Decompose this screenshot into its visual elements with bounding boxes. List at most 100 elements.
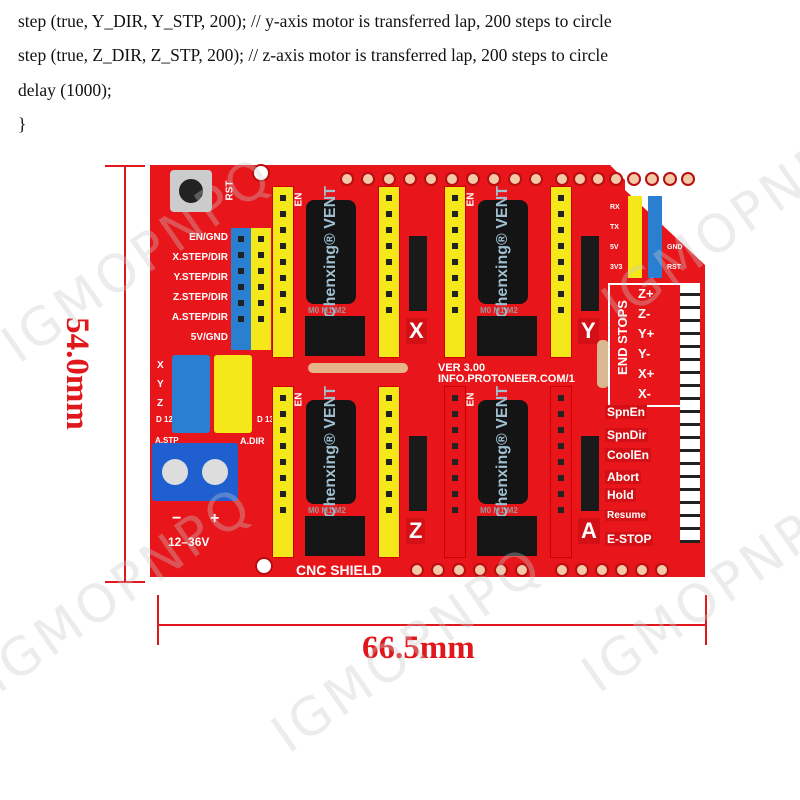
header-hole: [655, 563, 669, 577]
pin-label: EN/GND: [189, 232, 228, 243]
axis-clone-label: Z: [157, 398, 164, 409]
code-line: delay (1000);: [18, 80, 112, 100]
header-hole: [663, 172, 677, 186]
function-label: SpnEn: [605, 405, 647, 419]
capacitor-brand: Chenxing® VENT: [322, 386, 340, 518]
capacitor: Chenxing® VENT: [306, 186, 356, 318]
pin-label: A.STP: [155, 436, 179, 445]
header-hole: [615, 563, 629, 577]
header-hole: [515, 563, 529, 577]
pin-label: A.STEP/DIR: [171, 312, 228, 323]
motor-header: [409, 436, 427, 511]
pin-label: Y.STEP/DIR: [173, 272, 228, 283]
microstep-label: M0 M1 M2: [480, 306, 518, 315]
dimension-tick: [157, 595, 159, 645]
driver-socket: [444, 386, 466, 558]
serial-header: [628, 196, 642, 278]
header-hole: [508, 172, 522, 186]
header-hole: [627, 172, 641, 186]
microstep-label: M0 M1 M2: [480, 506, 518, 515]
enable-label: EN: [465, 192, 477, 207]
serial-label: 3V3: [610, 264, 623, 271]
reset-button: [170, 170, 212, 212]
height-dimension-line: [124, 165, 126, 583]
code-line: step (true, Z_DIR, Z_STP, 200); // z-axi…: [18, 45, 609, 65]
capacitor-brand: Chenxing® VENT: [322, 186, 340, 318]
endstop-label: Z-: [638, 306, 651, 321]
header-hole: [573, 172, 587, 186]
function-label: CoolEn: [605, 448, 651, 462]
capacitor-brand: Chenxing® VENT: [494, 186, 512, 318]
header-hole: [403, 172, 417, 186]
function-label: SpnDir: [605, 428, 649, 442]
mounting-hole: [255, 557, 273, 575]
header-hole: [382, 172, 396, 186]
axis-label: Z: [406, 518, 426, 544]
width-dimension-label: 66.5mm: [362, 630, 475, 666]
axis-clone-header-yellow: [214, 355, 252, 433]
signal-header: [680, 283, 700, 543]
driver-socket: [378, 386, 400, 558]
header-hole: [361, 172, 375, 186]
serial-label: TX: [610, 224, 619, 231]
header-hole: [555, 563, 569, 577]
driver-socket: [378, 186, 400, 358]
resistor: [597, 340, 609, 388]
power-terminal-block: [152, 443, 238, 501]
dimension-tick: [105, 165, 145, 167]
endstop-label: X+: [638, 366, 655, 381]
driver-socket: [550, 386, 572, 558]
header-hole: [466, 172, 480, 186]
microstep-label: M0 M1 M2: [308, 506, 346, 515]
header-hole: [555, 172, 569, 186]
dimension-tick: [105, 581, 145, 583]
power-minus-label: −: [172, 510, 182, 527]
reed-switch: [308, 363, 408, 373]
pin-label: Z.STEP/DIR: [172, 292, 228, 303]
axis-clone-label: Y: [157, 379, 164, 390]
motor-header: [409, 236, 427, 311]
enable-label: EN: [465, 392, 477, 407]
board-name: CNC SHIELD: [296, 562, 382, 578]
pin-label: 5V/GND: [190, 332, 228, 343]
function-label: Resume: [605, 510, 648, 521]
header-hole: [340, 172, 354, 186]
serial-label: 5V: [610, 244, 619, 251]
microstep-jumpers: [305, 316, 365, 356]
driver-socket: [272, 186, 294, 358]
function-label: E-STOP: [605, 532, 654, 546]
capacitor-brand: Chenxing® VENT: [494, 386, 512, 518]
axis-label: A: [578, 518, 600, 544]
pin-label: X.STEP/DIR: [172, 252, 228, 263]
header-hole: [424, 172, 438, 186]
header-hole: [591, 172, 605, 186]
motor-header: [581, 436, 599, 511]
height-dimension-label: 54.0mm: [58, 317, 95, 430]
code-line: step (true, Y_DIR, Y_STP, 200); // y-axi…: [18, 11, 612, 31]
header-hole: [445, 172, 459, 186]
mounting-hole: [252, 164, 270, 182]
header-hole: [473, 563, 487, 577]
endstop-label: Y-: [638, 346, 651, 361]
microstep-label: M0 M1 M2: [308, 306, 346, 315]
enable-label: EN: [293, 392, 305, 407]
header-hole: [452, 563, 466, 577]
header-hole: [645, 172, 659, 186]
axis-clone-header-blue: [172, 355, 210, 433]
header-hole: [595, 563, 609, 577]
axis-clone-label: X: [157, 360, 164, 371]
driver-socket: [444, 186, 466, 358]
capacitor: Chenxing® VENT: [478, 386, 528, 518]
header-hole: [431, 563, 445, 577]
serial-label: RX: [610, 204, 620, 211]
driver-socket: [272, 386, 294, 558]
function-label: Abort: [605, 470, 641, 484]
blue-header: [231, 228, 251, 350]
yellow-header: [251, 228, 271, 350]
axis-label: X: [406, 318, 427, 344]
endstop-label: Y+: [638, 326, 655, 341]
version-label: VER 3.00: [438, 362, 486, 374]
header-hole: [609, 172, 623, 186]
power-voltage-label: 12–36V: [168, 535, 210, 549]
capacitor: Chenxing® VENT: [306, 386, 356, 518]
